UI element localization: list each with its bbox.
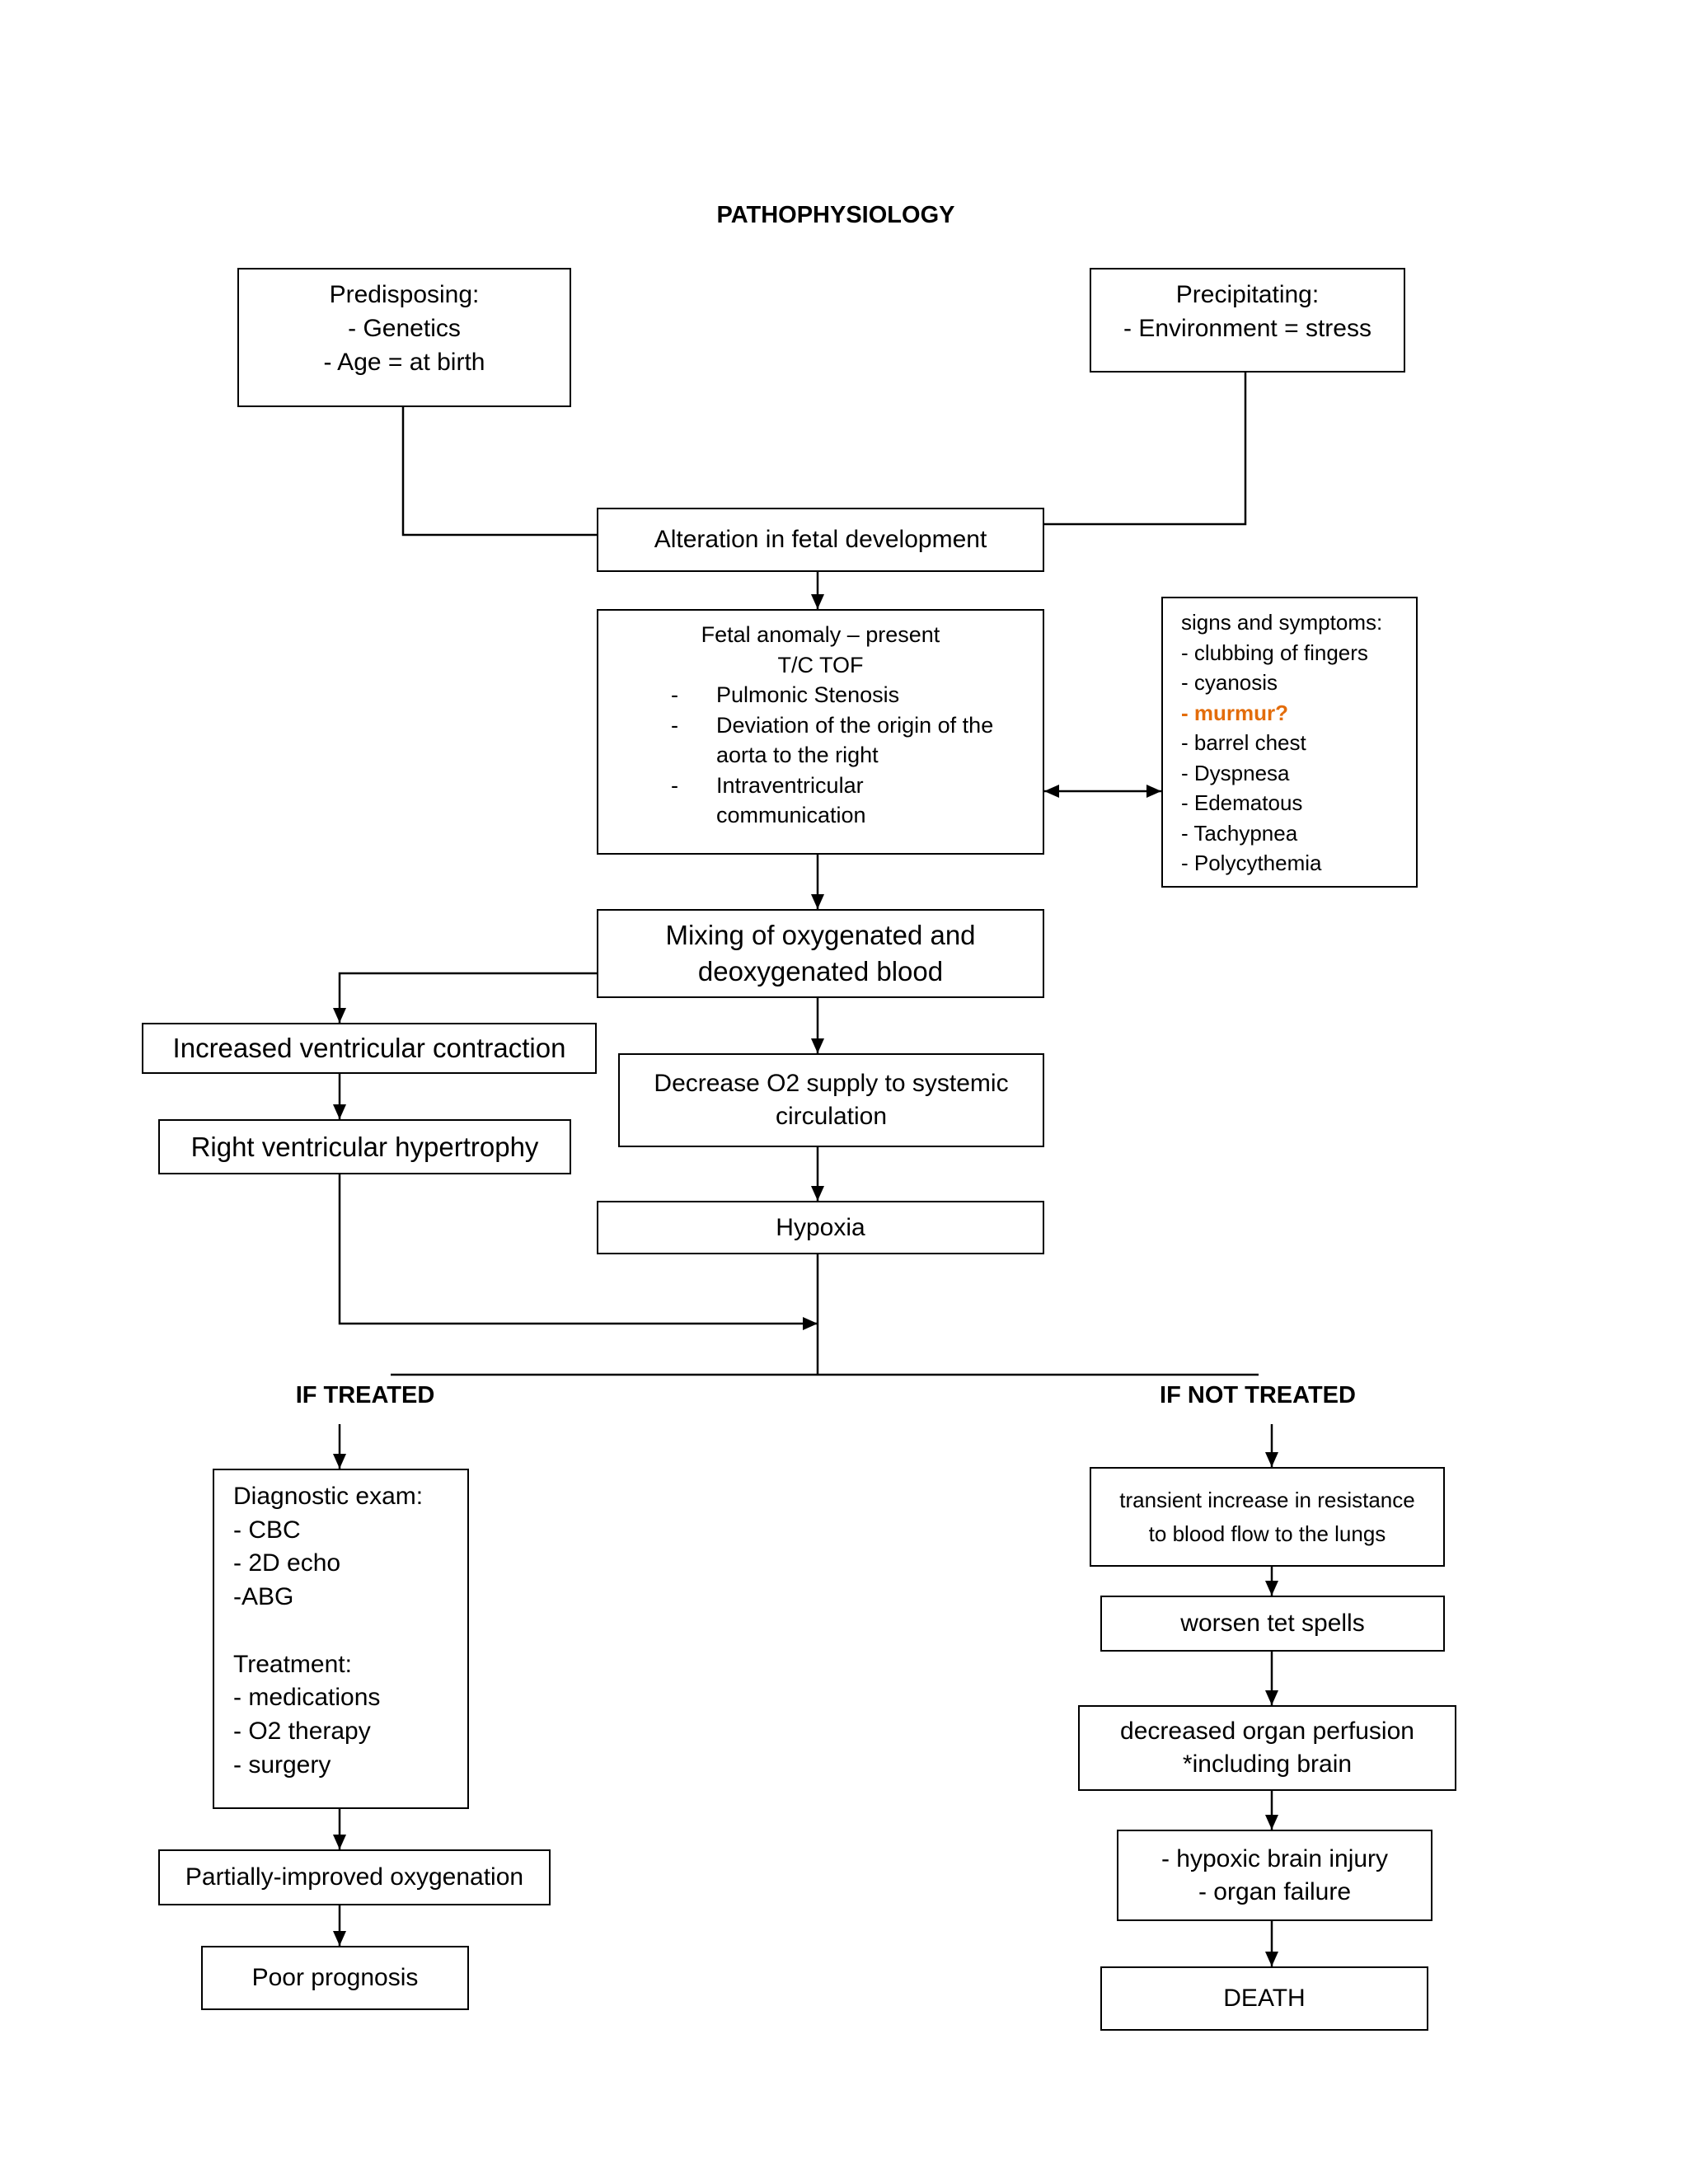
death-box: DEATH — [1100, 1966, 1428, 2031]
box-label: Partially-improved oxygenation — [185, 1863, 524, 1891]
box-label: Right ventricular hypertrophy — [190, 1131, 539, 1162]
box-subheading: T/C TOF — [777, 652, 864, 677]
if-not-treated-label: IF NOT TREATED — [1160, 1382, 1356, 1408]
box-label: DEATH — [1223, 1985, 1306, 2012]
brain-injury-box: - hypoxic brain injury - organ failure — [1117, 1830, 1432, 1921]
box-line: - hypoxic brain injury — [1160, 1844, 1389, 1872]
page-title: PATHOPHYSIOLOGY — [716, 202, 955, 228]
list-item-text: Pulmonic Stenosis — [716, 682, 900, 707]
box-heading: Fetal anomaly – present — [701, 622, 940, 647]
prognosis-box: Poor prognosis — [201, 1946, 469, 2010]
hypertrophy-box: Right ventricular hypertrophy — [158, 1119, 571, 1174]
box-heading: Precipitating: — [1175, 281, 1320, 308]
section-heading: Diagnostic exam: — [233, 1483, 424, 1510]
list-item: - Dyspnesa — [1181, 760, 1290, 785]
hypoxia-box: Hypoxia — [597, 1201, 1044, 1254]
box-heading: Predisposing: — [329, 281, 480, 308]
list-item: - clubbing of fingers — [1181, 640, 1368, 665]
bullet: - — [671, 772, 678, 798]
predisposing-factors-box: Predisposing: - Genetics - Age = at birt… — [237, 268, 571, 407]
list-item: - O2 therapy — [233, 1717, 371, 1745]
arrow-mixing-to-increased-contraction — [333, 972, 597, 1023]
increased-contraction-box: Increased ventricular contraction — [142, 1023, 597, 1074]
box-line: - organ failure — [1198, 1877, 1352, 1905]
list-item-text: aorta to the right — [716, 743, 879, 767]
section-heading: Treatment: — [233, 1650, 352, 1678]
mixing-blood-box: Mixing of oxygenated and deoxygenated bl… — [597, 909, 1044, 998]
list-item: - Edematous — [1181, 790, 1303, 815]
box-heading: signs and symptoms: — [1181, 610, 1383, 635]
highlighted-list-item: - murmur? — [1181, 700, 1288, 725]
box-label: Increased ventricular contraction — [172, 1033, 566, 1063]
list-item: -ABG — [233, 1583, 294, 1611]
connector-predisposing-to-alteration — [401, 407, 597, 537]
decrease-o2-box: Decrease O2 supply to systemic circulati… — [618, 1053, 1044, 1147]
signs-and-symptoms-box: signs and symptoms: - clubbing of finger… — [1161, 597, 1418, 888]
box-line: decreased organ perfusion — [1120, 1718, 1414, 1745]
box-line: deoxygenated blood — [697, 956, 944, 987]
box-line: Mixing of oxygenated and — [665, 920, 976, 950]
box-line: *including brain — [1182, 1750, 1353, 1778]
box-line: Decrease O2 supply to systemic — [654, 1070, 1009, 1097]
list-item: - Polycythemia — [1181, 851, 1322, 875]
list-item-text: Deviation of the origin of the — [716, 712, 994, 738]
box-line: - Age = at birth — [323, 349, 485, 376]
box-line: circulation — [775, 1103, 888, 1130]
transient-resistance-box: transient increase in resistance to bloo… — [1090, 1467, 1445, 1567]
arrow-hypertrophy-to-junction — [338, 1174, 818, 1330]
diagnostic-treatment-box: Diagnostic exam: - CBC - 2D echo -ABG Tr… — [213, 1469, 469, 1809]
connector-precipitating-to-alteration — [1044, 373, 1247, 526]
box-label: Hypoxia — [776, 1213, 865, 1241]
box-label: Alteration in fetal development — [654, 526, 987, 553]
if-treated-label: IF TREATED — [295, 1382, 435, 1408]
bullet: - — [671, 682, 678, 707]
fetal-anomaly-box: Fetal anomaly – present T/C TOF - Pulmon… — [597, 609, 1044, 855]
list-item-text: communication — [716, 803, 866, 827]
box-line: transient increase in resistance — [1119, 1487, 1415, 1512]
box-line: - Environment = stress — [1123, 315, 1372, 342]
precipitating-factors-box: Precipitating: - Environment = stress — [1090, 268, 1405, 373]
list-item: - barrel chest — [1181, 730, 1306, 755]
outcome-box: Partially-improved oxygenation — [158, 1849, 551, 1905]
section-spacer — [233, 1615, 467, 1648]
list-item: - Deviation of the origin of the aorta t… — [598, 710, 1043, 771]
organ-perfusion-box: decreased organ perfusion *including bra… — [1078, 1705, 1456, 1791]
box-line: to blood flow to the lungs — [1148, 1521, 1386, 1546]
box-label: Poor prognosis — [251, 1964, 419, 1991]
alteration-fetal-development-box: Alteration in fetal development — [597, 508, 1044, 572]
box-line: - Genetics — [348, 315, 461, 342]
bullet: - — [671, 712, 678, 738]
box-label: worsen tet spells — [1180, 1610, 1365, 1637]
list-item: - Intraventricular communication — [598, 771, 1043, 831]
list-item-text: Intraventricular — [716, 772, 864, 798]
list-item: - Tachypnea — [1181, 820, 1298, 846]
list-item: - Pulmonic Stenosis — [598, 680, 1043, 710]
list-item: - medications — [233, 1684, 381, 1712]
list-item: - surgery — [233, 1750, 331, 1779]
worsen-tet-spells-box: worsen tet spells — [1100, 1596, 1445, 1652]
list-item: - cyanosis — [1181, 670, 1278, 695]
list-item: - 2D echo — [233, 1549, 341, 1577]
list-item: - CBC — [233, 1516, 301, 1544]
